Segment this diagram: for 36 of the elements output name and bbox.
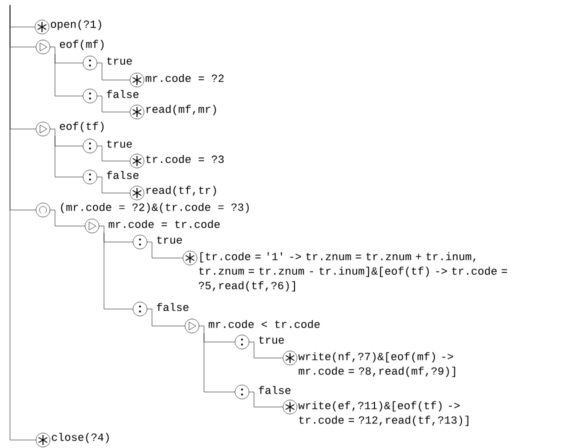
connector-line bbox=[152, 248, 183, 258]
statement-text: [tr.code = '1' -> tr.znum = tr.znum + tr.inum, tr.znum = tr.znum - tr.inum]&[eof(tf) -> tr.code = ?5,read(tf,?6)] bbox=[198, 252, 508, 292]
connector-line bbox=[152, 316, 185, 326]
statement-text: false bbox=[106, 90, 138, 98]
connector-line bbox=[102, 184, 130, 194]
connector-line bbox=[54, 216, 85, 226]
statement-text: true bbox=[107, 57, 132, 65]
connector-line bbox=[102, 70, 130, 80]
statement-text: write(nf,?7)&[eof(mf) -> mr.code = ?8,read(mf,?9)] bbox=[298, 352, 456, 377]
statement-text: true bbox=[157, 236, 182, 244]
statement-text: false bbox=[156, 302, 188, 312]
statement-text: read(tf,tr) bbox=[146, 186, 216, 196]
connector-line bbox=[10, 4, 36, 440]
connector-line bbox=[104, 232, 133, 310]
statement-text: true bbox=[107, 140, 132, 148]
statement-text: mr.code < tr.code bbox=[208, 320, 320, 328]
connector-line bbox=[54, 136, 83, 178]
statement-text: read(mf,mr) bbox=[146, 104, 216, 116]
statement-text: eof(mf) bbox=[60, 40, 104, 50]
statement-text: eof(tf) bbox=[60, 122, 104, 132]
connector-line bbox=[102, 102, 130, 112]
statement-text: tr.code = ?3 bbox=[146, 154, 224, 164]
statement-text: close(?4) bbox=[52, 432, 109, 444]
statement-text: mr.code = ?2 bbox=[146, 74, 224, 82]
statement-text: mr.code = tr.code bbox=[108, 220, 220, 228]
connector-line bbox=[102, 152, 130, 162]
statement-text: false bbox=[258, 386, 290, 394]
statement-text: false bbox=[106, 170, 138, 180]
connector-line bbox=[254, 398, 283, 408]
statement-text: open(?1) bbox=[50, 20, 102, 30]
statement-text: true bbox=[259, 336, 284, 344]
statement-text: (mr.code = ?2)&(tr.code = ?3) bbox=[61, 202, 249, 214]
connector-line bbox=[54, 54, 83, 96]
statement-text: write(ef,?11)&[eof(tf) -> tr.code = ?12,read(tf,?13)] bbox=[298, 401, 468, 426]
connector-line bbox=[254, 348, 283, 358]
connector-line bbox=[204, 332, 235, 392]
